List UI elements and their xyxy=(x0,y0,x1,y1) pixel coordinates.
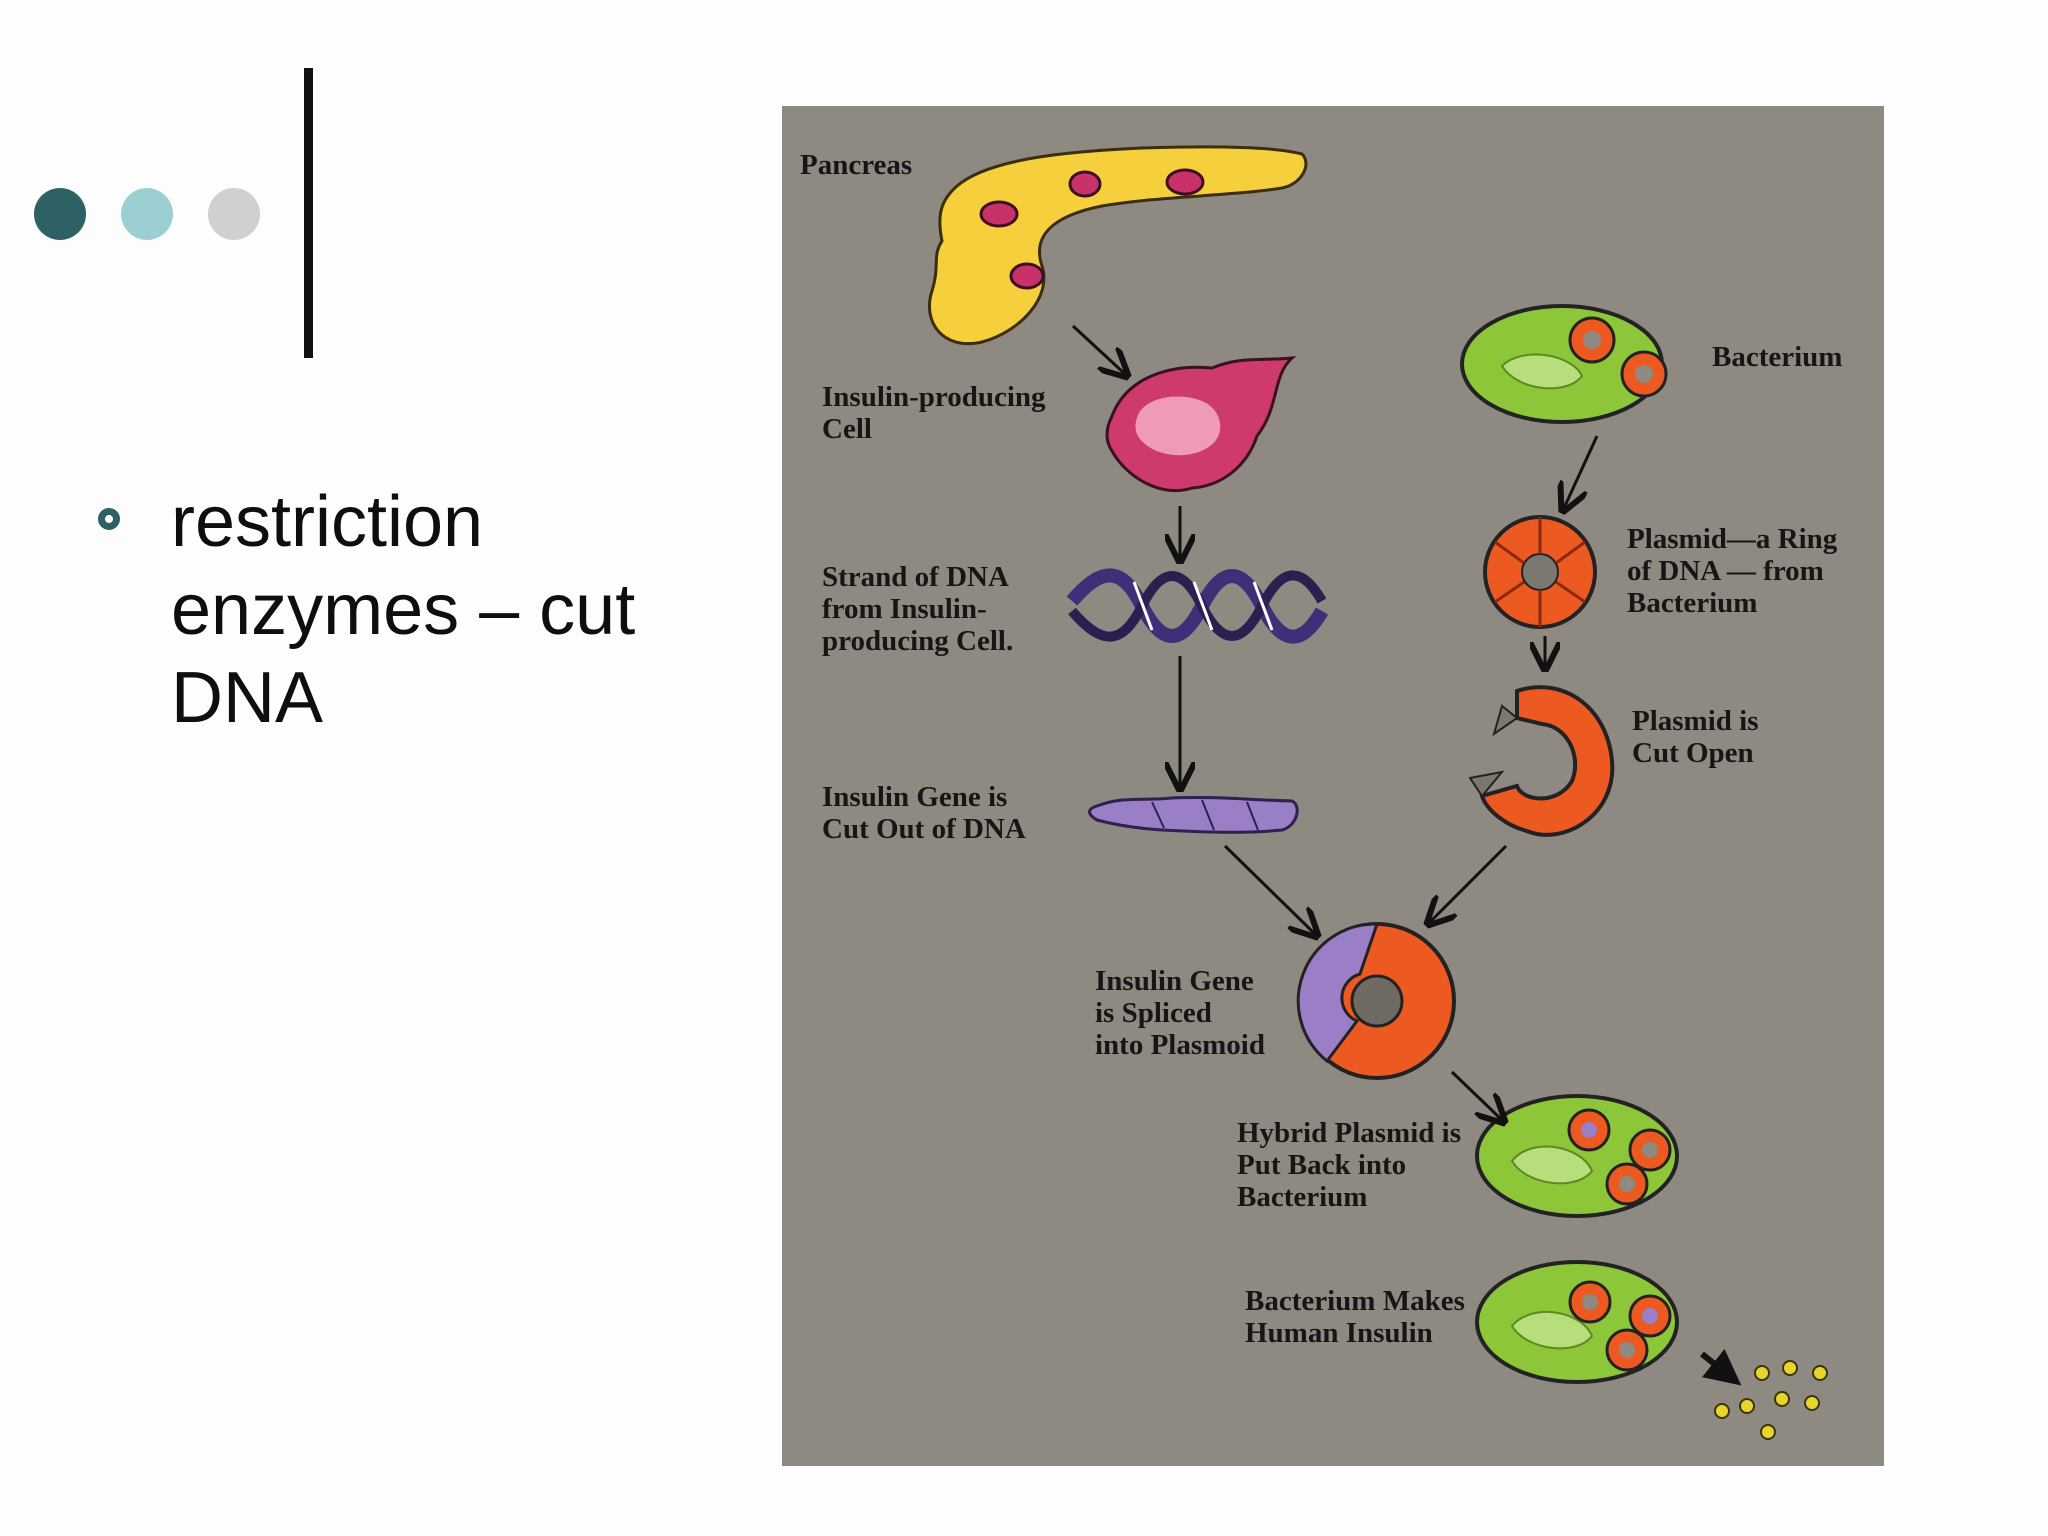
spliced-plasmid-illustration xyxy=(1296,922,1456,1080)
label-dna-strand: Strand of DNA from Insulin- producing Ce… xyxy=(822,561,1015,657)
decor-dot-dark xyxy=(34,188,86,240)
hybrid-bacterium-illustration xyxy=(1475,1094,1679,1218)
process-arrows xyxy=(1071,324,1742,1386)
insulin-gene-fragment-illustration xyxy=(1088,795,1299,834)
label-bacterium: Bacterium xyxy=(1712,341,1842,373)
label-gene-spliced: Insulin Gene is Spliced into Plasmoid xyxy=(1095,965,1265,1061)
insulin-making-bacterium-illustration xyxy=(1475,1260,1679,1384)
bullet-text: restriction enzymes – cut DNA xyxy=(171,482,636,738)
insulin-producing-cell-illustration xyxy=(1105,356,1297,493)
label-hybrid-plasmid: Hybrid Plasmid is Put Back into Bacteriu… xyxy=(1237,1117,1468,1213)
bullet-circle-icon xyxy=(98,508,120,530)
label-plasmid-ring: Plasmid—a Ring of DNA — from Bacterium xyxy=(1627,523,1845,619)
bacterium-illustration xyxy=(1460,304,1668,424)
label-plasmid-cut-open: Plasmid is Cut Open xyxy=(1632,705,1766,769)
label-makes-insulin: Bacterium Makes Human Insulin xyxy=(1245,1285,1472,1349)
title-divider-bar xyxy=(304,68,313,358)
decor-dot-light xyxy=(121,188,173,240)
plasmid-ring-illustration xyxy=(1483,515,1597,629)
dna-strand-illustration xyxy=(1066,568,1329,644)
label-insulin-producing-cell: Insulin-producing Cell xyxy=(822,381,1053,445)
decor-dot-grey xyxy=(208,188,260,240)
insulin-molecules xyxy=(1714,1360,1828,1440)
label-gene-cut-out: Insulin Gene is Cut Out of DNA xyxy=(822,781,1026,845)
diagram-canvas: Pancreas Insulin-producing Cell Strand o… xyxy=(800,145,1845,1440)
pancreas-illustration xyxy=(927,145,1308,346)
plasmid-cut-open-illustration xyxy=(1468,685,1615,837)
recombinant-dna-diagram: Pancreas Insulin-producing Cell Strand o… xyxy=(782,106,1884,1466)
label-pancreas: Pancreas xyxy=(800,149,912,181)
